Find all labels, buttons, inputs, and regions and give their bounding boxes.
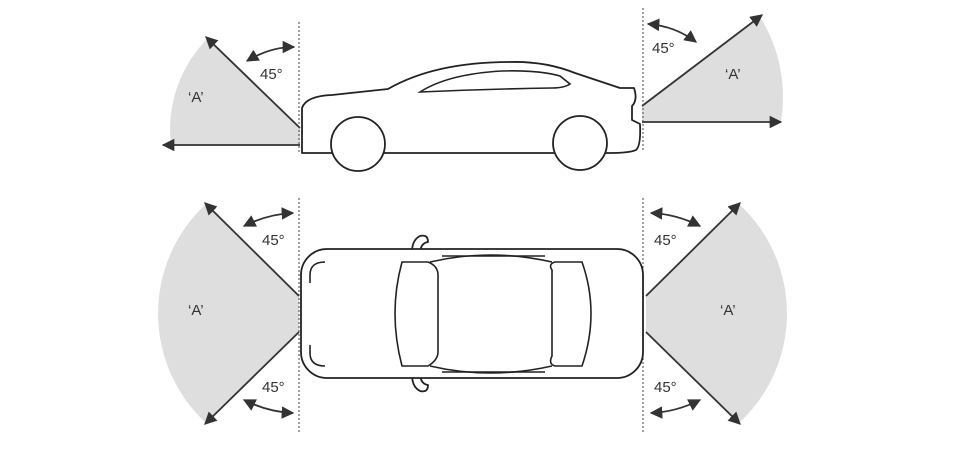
top-front-zone-label: ‘A’ xyxy=(720,302,736,319)
side-front-angle-label: 45° xyxy=(652,40,675,57)
top-rear-lower-angle-arc-icon xyxy=(242,399,295,419)
top-rear-lower-angle-label: 45° xyxy=(262,379,285,396)
side-rear-zone-label: ‘A’ xyxy=(188,89,204,106)
car-side-icon xyxy=(301,61,642,172)
car-right-mirror xyxy=(411,374,429,393)
side-rear-45deg-arrow xyxy=(205,36,301,129)
top-front-coverage-zone xyxy=(646,204,787,423)
top-rear-lower-45deg-arrow xyxy=(204,331,300,425)
car-rear-left-light xyxy=(309,261,326,283)
top-front-lower-45deg-arrow xyxy=(645,331,741,425)
top-front-lower-angle-arc-icon xyxy=(649,399,702,419)
top-rear-upper-angle-arc-icon xyxy=(242,207,295,227)
car-windshield xyxy=(549,261,592,367)
top-view: 45° 45° ‘A’ 45° 45° ‘A’ xyxy=(158,198,787,433)
top-rear-upper-45deg-arrow xyxy=(204,202,300,297)
top-rear-upper-angle-label: 45° xyxy=(262,232,285,249)
side-view: 45° ‘A’ 45° ‘A’ xyxy=(161,8,783,172)
car-front-wheel xyxy=(552,115,608,171)
car-rear-window xyxy=(394,261,439,367)
side-front-angle-arc-icon xyxy=(646,18,698,43)
side-front-45deg-arrow xyxy=(641,14,764,107)
car-rear-right-light xyxy=(309,345,326,367)
top-rear-coverage-zone xyxy=(158,204,299,423)
top-front-upper-angle-label: 45° xyxy=(654,232,677,249)
side-front-zone-label: ‘A’ xyxy=(725,66,741,83)
side-front-coverage-zone xyxy=(642,17,783,121)
top-front-lower-angle-label: 45° xyxy=(654,379,677,396)
top-front-upper-45deg-arrow xyxy=(645,202,741,297)
side-rear-angle-arc-icon xyxy=(245,40,296,62)
side-rear-coverage-zone xyxy=(170,38,300,145)
top-rear-zone-label: ‘A’ xyxy=(188,302,204,319)
car-rear-wheel xyxy=(330,116,386,172)
car-top-icon xyxy=(300,234,644,393)
side-rear-angle-label: 45° xyxy=(260,66,283,83)
top-front-upper-angle-arc-icon xyxy=(649,207,702,227)
car-body xyxy=(300,248,644,379)
car-left-mirror xyxy=(411,234,429,253)
